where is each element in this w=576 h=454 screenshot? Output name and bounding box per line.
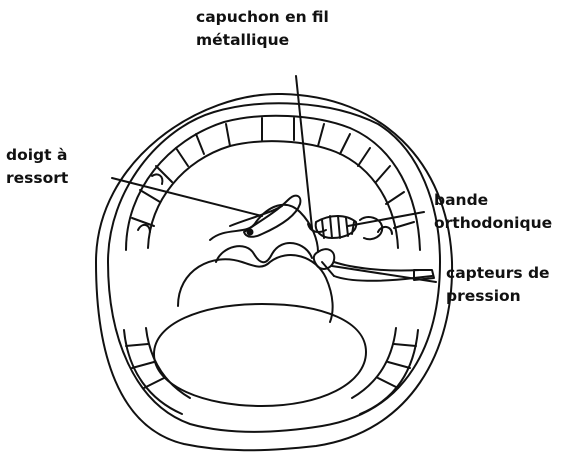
label-wire-cap-line-1: capuchon en fil bbox=[196, 6, 329, 29]
mouth-opening bbox=[108, 103, 440, 432]
label-pressure-sensors-line-2: pression bbox=[446, 285, 550, 308]
label-orthodontic-band-line-2: orthodonique bbox=[434, 212, 552, 235]
label-spring-finger: doigt à ressort bbox=[6, 144, 68, 190]
label-spring-finger-line-1: doigt à bbox=[6, 144, 68, 167]
orthodontic-band bbox=[316, 216, 383, 239]
leader-wire-cap bbox=[296, 76, 312, 228]
leader-band bbox=[348, 212, 424, 226]
label-spring-finger-line-2: ressort bbox=[6, 167, 68, 190]
label-wire-cap: capuchon en fil métallique bbox=[196, 6, 329, 52]
palate-plate bbox=[210, 205, 318, 252]
label-orthodontic-band-line-1: bande bbox=[434, 189, 552, 212]
leader-spring bbox=[112, 178, 262, 216]
label-pressure-sensors: capteurs de pression bbox=[446, 262, 550, 308]
label-wire-cap-line-2: métallique bbox=[196, 29, 329, 52]
label-orthodontic-band: bande orthodonique bbox=[434, 189, 552, 235]
label-pressure-sensors-line-1: capteurs de bbox=[446, 262, 550, 285]
pressure-sensors bbox=[314, 249, 434, 281]
tongue bbox=[154, 304, 366, 406]
lower-dental-arch bbox=[124, 328, 418, 414]
